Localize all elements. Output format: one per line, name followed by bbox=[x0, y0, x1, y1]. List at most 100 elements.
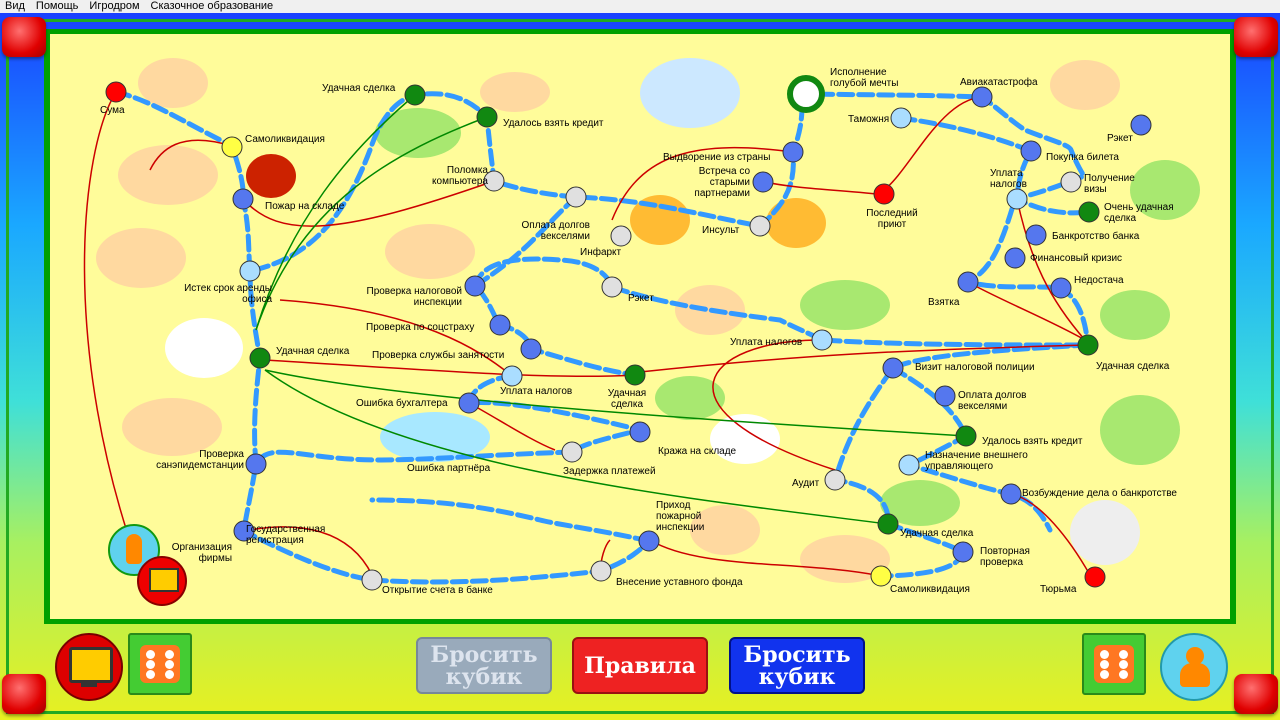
label-sanitary-check: Проверка санэпидемстанции bbox=[156, 449, 244, 471]
label-blue-dream: Исполнение голубой мечты bbox=[830, 67, 899, 89]
cell-credit-obtained[interactable] bbox=[476, 106, 498, 128]
cell-recheck[interactable] bbox=[952, 541, 974, 563]
label-partner-error: Ошибка партнёра bbox=[407, 463, 491, 474]
boxes-picture bbox=[96, 228, 186, 288]
cell-old-partners[interactable] bbox=[752, 171, 774, 193]
spare-parts-picture bbox=[118, 145, 218, 205]
cell-fire-inspection[interactable] bbox=[638, 530, 660, 552]
label-heart-attack: Инфаркт bbox=[580, 247, 622, 258]
cell-bill-payment[interactable] bbox=[565, 186, 587, 208]
cell-bill-payment-2[interactable] bbox=[934, 385, 956, 407]
cell-plane-crash[interactable] bbox=[971, 86, 993, 108]
cell-warehouse-theft[interactable] bbox=[629, 421, 651, 443]
cell-self-liquidation[interactable] bbox=[221, 136, 243, 158]
label-suma: Сума bbox=[100, 105, 125, 116]
cell-ticket-purchase[interactable] bbox=[1020, 140, 1042, 162]
cell-stroke[interactable] bbox=[749, 215, 771, 237]
inspection-picture bbox=[385, 224, 475, 279]
cell-audit[interactable] bbox=[824, 469, 846, 491]
cell-good-deal-1[interactable] bbox=[249, 347, 271, 369]
cell-bank-collapse[interactable] bbox=[1025, 224, 1047, 246]
cell-shortage[interactable] bbox=[1050, 277, 1072, 299]
label-ticket-purchase: Покупка билета bbox=[1046, 152, 1119, 163]
cell-tax-payment-1[interactable] bbox=[501, 365, 523, 387]
cell-tax-payment-3[interactable] bbox=[811, 329, 833, 351]
cell-lease-expired[interactable] bbox=[239, 260, 261, 282]
label-social-check: Проверка по соцстраху bbox=[366, 322, 475, 333]
label-payment-delay: Задержка платежей bbox=[563, 466, 656, 477]
label-recheck: Повторная проверка bbox=[980, 546, 1030, 568]
label-good-deal-2: Удачная сделка bbox=[607, 388, 647, 410]
cell-tax-payment-2[interactable] bbox=[1006, 188, 1028, 210]
penalty-arrows bbox=[83, 91, 1091, 577]
cell-blue-dream[interactable] bbox=[787, 75, 825, 113]
cell-charter-capital[interactable] bbox=[590, 560, 612, 582]
label-visa: Получение визы bbox=[1084, 173, 1135, 195]
cell-racket[interactable] bbox=[601, 276, 623, 298]
cell-employment-check[interactable] bbox=[520, 338, 542, 360]
menu-view[interactable]: Вид bbox=[5, 0, 25, 12]
magnifier-picture bbox=[122, 398, 222, 456]
cell-good-deal-top[interactable] bbox=[404, 84, 426, 106]
cell-heart-attack[interactable] bbox=[610, 225, 632, 247]
label-warehouse-theft: Кража на складе bbox=[658, 446, 737, 457]
cell-computer-breakdown[interactable] bbox=[483, 170, 505, 192]
menu-help[interactable]: Помощь bbox=[35, 0, 79, 12]
player-token-computer bbox=[137, 556, 187, 606]
cell-sanitary-check[interactable] bbox=[245, 453, 267, 475]
menu-fairy-education[interactable]: Сказочное образование bbox=[150, 0, 274, 12]
label-financial-crisis: Финансовый кризис bbox=[1030, 253, 1123, 264]
label-employment-check: Проверка службы занятости bbox=[372, 350, 505, 361]
cell-suma[interactable] bbox=[105, 81, 127, 103]
cell-good-deal-2[interactable] bbox=[624, 364, 646, 386]
label-good-deal-top: Удачная сделка bbox=[322, 83, 396, 94]
dice-face-right bbox=[1094, 645, 1134, 683]
label-state-registration: Государственная регистрация bbox=[246, 524, 326, 546]
label-external-manager: Назначение внешнего управляющего bbox=[925, 450, 1028, 472]
cell-customs[interactable] bbox=[890, 107, 912, 129]
tax-bag-picture bbox=[800, 280, 890, 330]
cell-last-refuge[interactable] bbox=[873, 183, 895, 205]
cell-accountant-error[interactable] bbox=[458, 392, 480, 414]
label-shortage: Недостача bbox=[1074, 275, 1124, 286]
cell-racket-2[interactable] bbox=[1130, 114, 1152, 136]
cell-prison[interactable] bbox=[1084, 566, 1106, 588]
dice-face-left bbox=[140, 645, 180, 683]
dream-beach-picture bbox=[640, 58, 740, 128]
handshake-picture bbox=[165, 318, 243, 378]
cell-bribe[interactable] bbox=[957, 271, 979, 293]
cell-social-check[interactable] bbox=[489, 314, 511, 336]
label-good-deal-3: Удачная сделка bbox=[1096, 361, 1170, 372]
cell-tax-inspection[interactable] bbox=[464, 275, 486, 297]
label-deportation: Выдворение из страны bbox=[663, 152, 771, 163]
cell-good-deal-3[interactable] bbox=[1077, 334, 1099, 356]
cell-deportation[interactable] bbox=[782, 141, 804, 163]
label-very-good-deal: Очень удачная сделка bbox=[1104, 202, 1174, 224]
label-tax-payment-1: Уплата налогов bbox=[500, 386, 573, 397]
cell-tax-police[interactable] bbox=[882, 357, 904, 379]
cell-good-deal-4[interactable] bbox=[877, 513, 899, 535]
ok-hand-picture bbox=[1130, 160, 1200, 220]
cell-very-good-deal[interactable] bbox=[1078, 201, 1100, 223]
corner-knob-bottom-right bbox=[1234, 674, 1278, 714]
wallet-picture bbox=[480, 72, 550, 112]
credit-picture bbox=[1100, 395, 1180, 465]
menu-gamedrome[interactable]: Игродром bbox=[89, 0, 140, 12]
cell-self-liquidation-2[interactable] bbox=[870, 565, 892, 587]
cell-external-manager[interactable] bbox=[898, 454, 920, 476]
label-bill-payment: Оплата долгов векселями bbox=[521, 220, 591, 242]
cell-warehouse-fire[interactable] bbox=[232, 188, 254, 210]
label-lease-expired: Истек срок аренды офиса bbox=[184, 283, 272, 305]
rules-button[interactable]: Правила bbox=[572, 637, 708, 694]
cell-bankruptcy-case[interactable] bbox=[1000, 483, 1022, 505]
cell-bank-account[interactable] bbox=[361, 569, 383, 591]
cell-financial-crisis[interactable] bbox=[1004, 247, 1026, 269]
cell-state-registration[interactable] bbox=[233, 520, 255, 542]
cell-visa[interactable] bbox=[1060, 171, 1082, 193]
menu-bar: Вид Помощь Игродром Сказочное образовани… bbox=[0, 0, 1280, 13]
cell-credit-obtained-2[interactable] bbox=[955, 425, 977, 447]
label-tax-inspection: Проверка налоговой инспекции bbox=[366, 286, 463, 308]
cell-payment-delay[interactable] bbox=[561, 441, 583, 463]
